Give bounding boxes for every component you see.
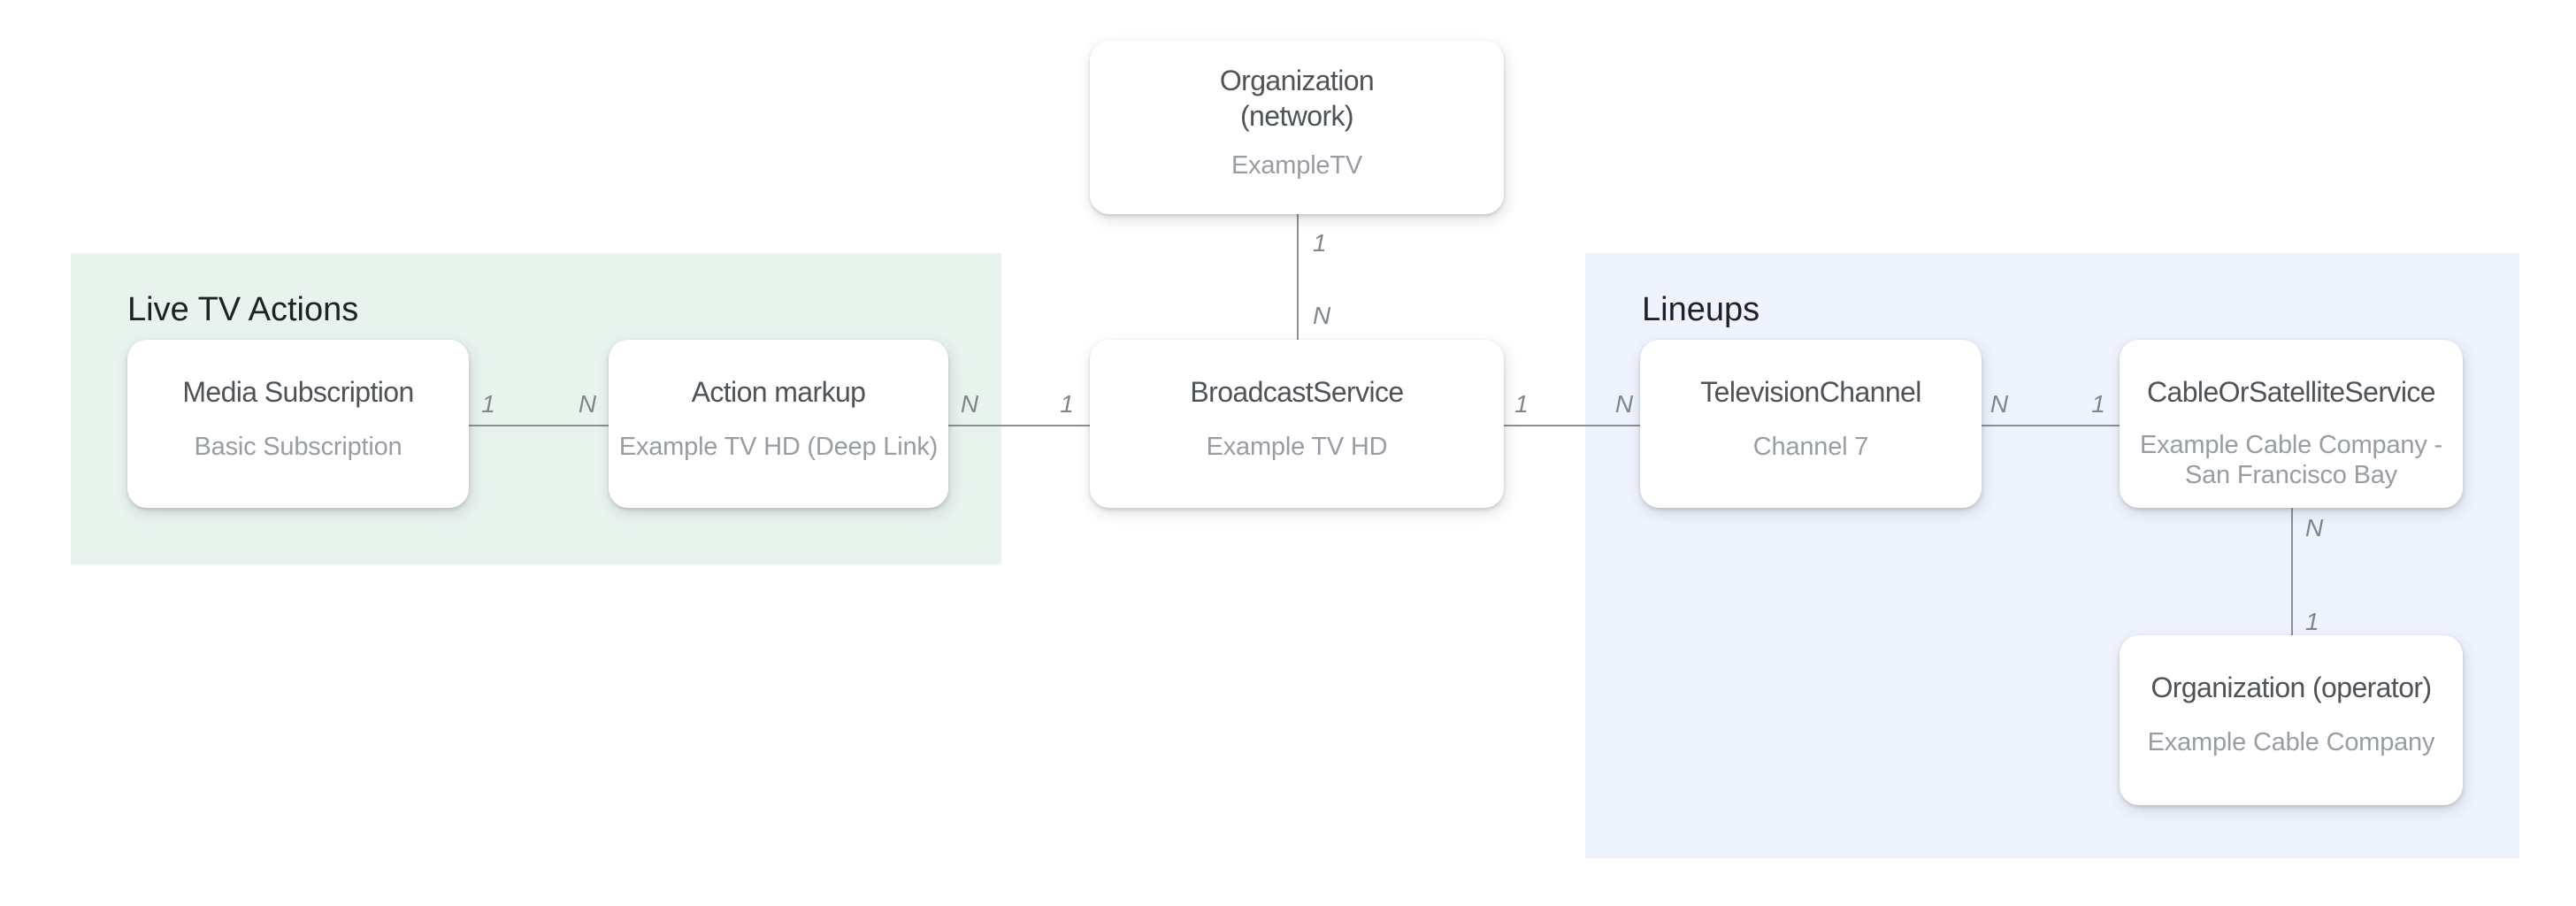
node-television-channel: TelevisionChannel Channel 7 [1640, 340, 1982, 508]
node-subtitle: Example Cable Company - San Francisco Ba… [2140, 432, 2442, 492]
node-title: Organization (network) [1219, 65, 1375, 136]
node-subtitle: Channel 7 [1752, 434, 1869, 462]
cardinality-label: 1 [1514, 389, 1529, 418]
node-title: CableOrSatelliteService [2147, 379, 2436, 409]
node-action-markup: Action markup Example TV HD (Deep Link) [609, 340, 948, 508]
node-cable-or-satellite-service: CableOrSatelliteService Example Cable Co… [2120, 340, 2463, 508]
cardinality-label: N [2305, 513, 2324, 541]
node-organization-operator: Organization (operator) Example Cable Co… [2120, 635, 2463, 805]
node-title: BroadcastService [1190, 379, 1404, 409]
cardinality-label: 1 [481, 389, 495, 418]
node-subtitle: Basic Subscription [194, 434, 402, 462]
node-title: Action markup [691, 379, 866, 409]
node-title: Organization (operator) [2150, 674, 2432, 704]
group-title-live-tv-actions: Live TV Actions [127, 292, 359, 329]
cardinality-label: N [1313, 301, 1331, 329]
cardinality-label: 1 [1060, 389, 1074, 418]
node-media-subscription: Media Subscription Basic Subscription [127, 340, 469, 508]
cardinality-label: 1 [1313, 228, 1327, 257]
group-title-lineups: Lineups [1642, 292, 1760, 329]
cardinality-label: N [578, 389, 597, 418]
cardinality-label: N [960, 389, 979, 418]
node-broadcast-service: BroadcastService Example TV HD [1090, 340, 1504, 508]
node-subtitle: ExampleTV [1230, 152, 1363, 180]
node-subtitle: Example Cable Company [2147, 729, 2435, 757]
cardinality-label: N [1990, 389, 2009, 418]
node-organization-network: Organization (network) ExampleTV [1090, 41, 1504, 214]
node-subtitle: Example TV HD [1206, 434, 1388, 462]
node-title-line: Organization [1219, 67, 1375, 97]
node-title-line: (network) [1240, 103, 1354, 133]
network-to-broadcast-connector-line [1297, 214, 1299, 340]
node-subtitle: Example TV HD (Deep Link) [618, 434, 939, 462]
node-subtitle-line: Example Cable Company - [2140, 432, 2442, 460]
cardinality-label: N [1614, 389, 1634, 418]
cardinality-label: 1 [2305, 607, 2319, 635]
node-subtitle-line: San Francisco Bay [2184, 462, 2397, 490]
cardinality-label: 1 [2091, 389, 2105, 418]
node-title: Media Subscription [182, 379, 414, 409]
cable-to-operator-connector-line [2291, 508, 2293, 635]
node-title: TelevisionChannel [1700, 379, 1921, 409]
